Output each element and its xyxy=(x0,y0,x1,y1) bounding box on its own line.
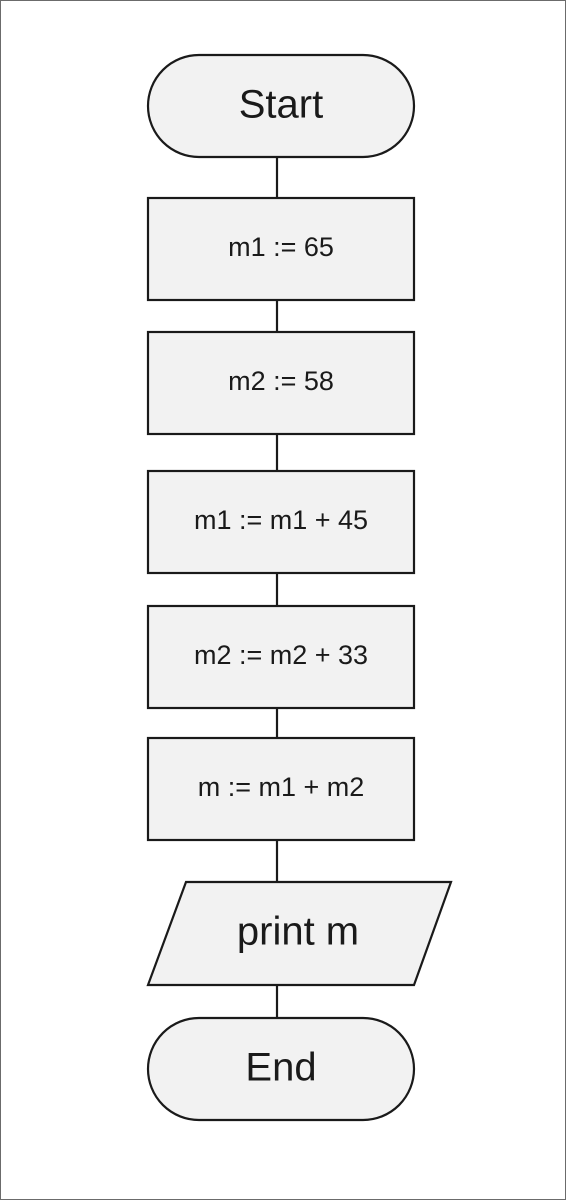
output-parallelogram xyxy=(146,880,453,987)
process-step-1-label: m1 := 65 xyxy=(228,232,334,262)
process-step-2-label: m2 := 58 xyxy=(228,366,334,396)
start-label: Start xyxy=(239,83,323,127)
process-step-2 xyxy=(146,330,416,436)
process-step-1 xyxy=(146,196,416,302)
process-step-5-label: m := m1 + m2 xyxy=(198,772,365,802)
end-terminator xyxy=(146,1016,416,1122)
process-step-3 xyxy=(146,469,416,575)
process-step-5 xyxy=(146,736,416,842)
output-label: print m xyxy=(237,910,359,954)
end-label: End xyxy=(245,1046,316,1090)
process-step-4-label: m2 := m2 + 33 xyxy=(194,640,368,670)
process-step-4 xyxy=(146,604,416,710)
process-step-3-label: m1 := m1 + 45 xyxy=(194,505,368,535)
start-terminator xyxy=(146,53,416,159)
